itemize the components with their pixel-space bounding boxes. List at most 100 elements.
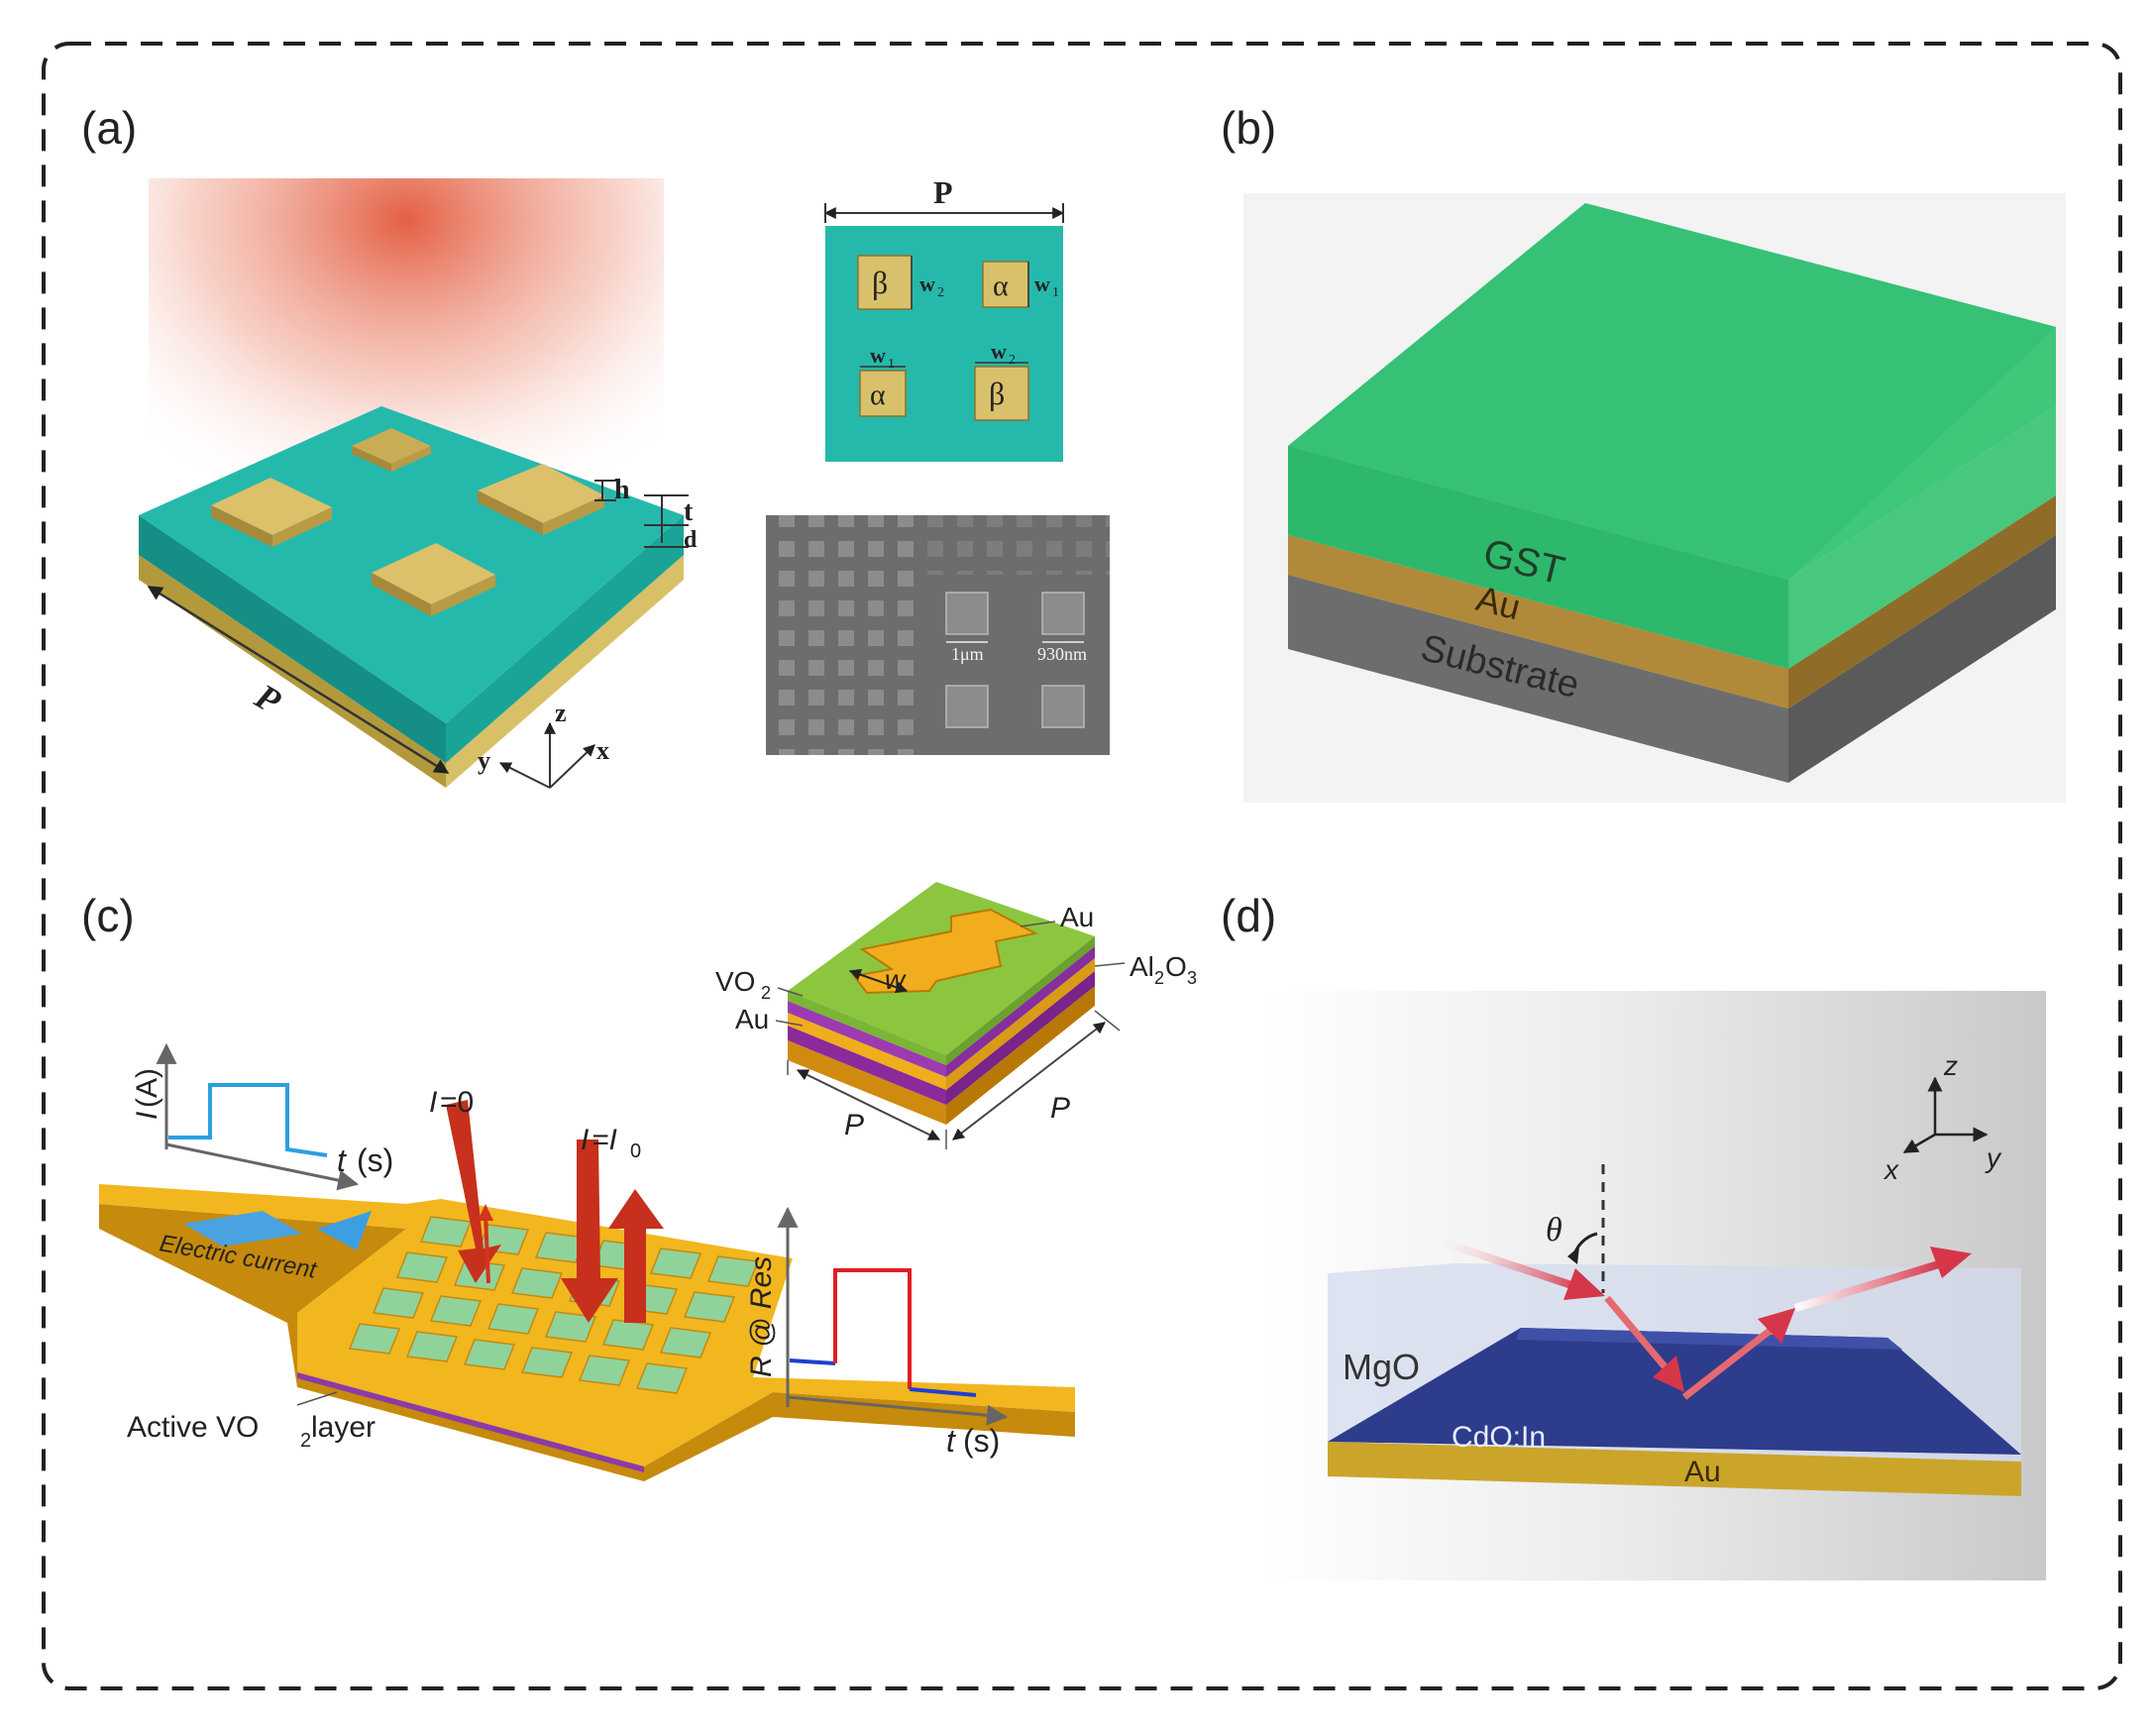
sem-pad [1041,592,1085,635]
inset-w2-top-sub: 2 [937,285,944,300]
d-axis-y-label: y [1985,1142,2002,1173]
r-axis-label: R @ Res [745,1256,778,1377]
period-label: P [248,676,288,722]
slab-bottom-gold-right [446,555,684,788]
gold-strip-edge [99,1204,1075,1481]
inset-w1-top-sub: 1 [1052,285,1059,300]
au-side [1788,495,2056,708]
inset-au-top-label: Au [1060,902,1094,932]
panel-label-d: (d) [1221,890,1276,941]
r-pulse-red [833,1268,912,1389]
active-layer-leader [296,1391,338,1406]
current-axis-label-i: I [131,1112,163,1120]
sem-scale-2: 930nm [1037,644,1087,664]
r-baseline-blue-tail [909,1387,977,1397]
vo2-window [534,1232,588,1263]
vo2-window [348,1323,401,1355]
inset-pad-beta-top [857,255,913,310]
inset-w2-bottom-label: w [991,339,1007,364]
inset-vo2-label: VO [715,966,755,997]
label-i-i0-i: I [581,1124,589,1156]
label-mgo: MgO [1343,1347,1420,1387]
sem-scale-1: 1μm [951,644,984,664]
inset-alpha-top-label: α [993,270,1009,302]
axis-z-label: z [555,699,567,727]
label-i-i0-sub: 0 [630,1140,641,1162]
panel-label-b: (b) [1221,102,1276,154]
vo2-window [601,1319,655,1351]
vo2-window [429,1295,483,1327]
vo2-window [659,1327,712,1358]
unit-cell-inset-c: w Au Al 2 O 3 VO 2 Au P P [715,882,1197,1149]
slab-side-right [446,515,684,763]
inset-w1-bottom-sub: 1 [888,357,895,372]
inset-al2o3-al: Al [1130,951,1154,982]
inset-w1-top-label: w [1034,271,1050,296]
vo2-window [578,1355,631,1386]
inset-beta-bottom-label: β [989,376,1005,411]
cdo-layer [1328,1328,2021,1455]
axis-x-line [549,744,595,789]
refracted-beam [1604,1295,1672,1375]
inset-al2o3-3: 3 [1187,968,1197,988]
panel-label-a: (a) [81,102,137,154]
current-arrow-blue [317,1211,372,1250]
inset-alpha-bottom-label: α [870,379,886,411]
gst-top-face [1288,203,2056,580]
gst-front [1288,446,1788,669]
panel-d: MgO CdO:In Au θ z y x [1258,991,2046,1580]
inset-p-right-label: P [1050,1092,1070,1125]
inset-pad-alpha-top [982,261,1029,308]
gst-side [1788,406,2056,669]
time-label-r-unit: (s) [963,1423,1000,1459]
vo2-window [683,1291,736,1323]
r-baseline-blue [789,1358,836,1365]
inset-pad-beta-bottom [974,366,1029,421]
label-cdo: CdO:In [1452,1421,1546,1454]
active-layer-label-prefix: Active VO [127,1411,259,1444]
vo2-window [520,1347,574,1378]
d-axis-x [1902,1133,1936,1154]
substrate-front [1288,575,1788,783]
vo2-window [510,1267,564,1299]
active-layer-label-suffix: layer [311,1411,376,1444]
inset-w1-bottom-label: w [870,343,886,368]
active-vo2-stripe [297,1372,644,1472]
inset-p-left-arrow [796,1069,941,1140]
dim-h-label: h [614,475,630,505]
gold-pad [211,478,332,547]
dim-t-label: t [684,496,694,527]
panel-a: h t d P z x y P β w 2 [139,174,1110,789]
period-arrow [147,585,450,775]
inset-w-label: w [885,964,907,995]
outgoing-beam [1793,1259,1944,1312]
substrate-side [1788,535,2056,783]
active-layer-label-sub: 2 [300,1430,311,1452]
d-axis-x-label: x [1883,1154,1899,1185]
vo2-window [544,1311,597,1343]
inset-w-arrow [848,968,909,994]
inset-au-left-label: Au [735,1004,769,1034]
vo2-window [635,1362,689,1394]
electric-pad [183,1211,302,1247]
inset-vo2-sub: 2 [761,983,771,1003]
time-label-c-unit: (s) [357,1142,393,1178]
sem-dot-array [766,515,915,755]
inset-w2-bottom-sub: 2 [1009,353,1016,368]
inset-p-left-label: P [844,1109,864,1141]
vo2-window [405,1331,459,1362]
outer-dashed-frame [42,42,2122,1690]
dim-d-label: d [684,527,698,553]
d-axis-z-label: z [1943,1050,1958,1081]
time-label-c-t: t [337,1142,347,1178]
inset-p-right-arrow [952,1022,1106,1140]
au-front [1288,535,1788,708]
axis-y-line [498,762,551,789]
label-theta: θ [1546,1212,1562,1248]
unit-cell-inset: P β w 2 α w 1 w 1 α w 2 β [823,174,1065,462]
axis-x-label: x [596,736,609,765]
inset-w2-top-label: w [919,271,935,296]
time-label-r-t: t [946,1423,956,1459]
reflected-beam-inside [1681,1325,1776,1400]
